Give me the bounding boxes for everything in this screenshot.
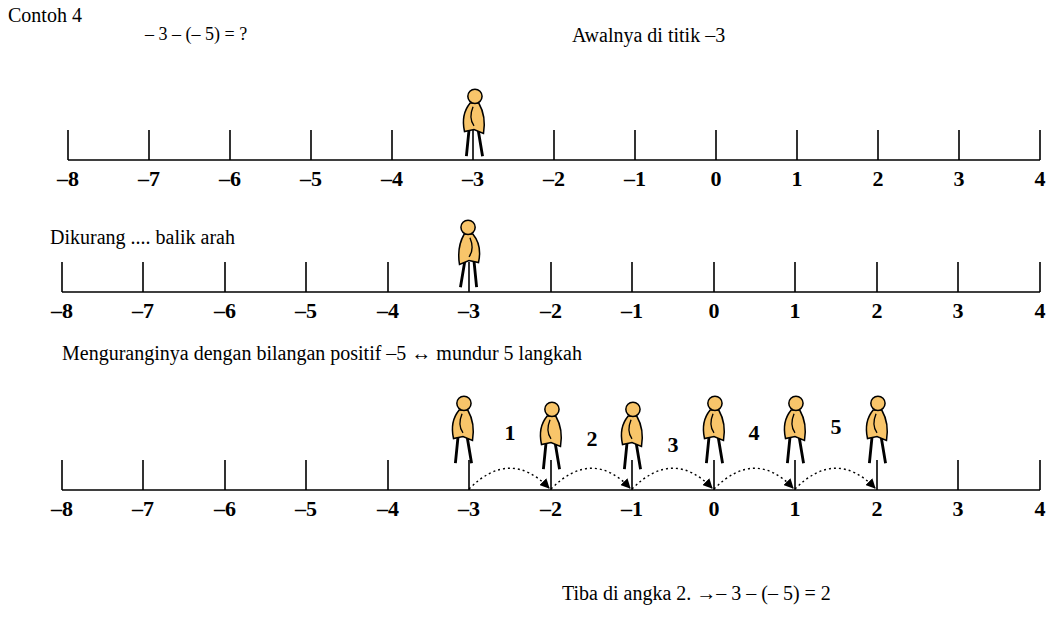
tick-number: –6 bbox=[214, 298, 236, 323]
tick-number: 4 bbox=[1035, 496, 1046, 521]
tick-number: 0 bbox=[709, 496, 720, 521]
walker-figure bbox=[784, 396, 805, 463]
step-number: 4 bbox=[749, 420, 760, 445]
walker-figure bbox=[621, 402, 642, 469]
walker-turned bbox=[459, 220, 480, 287]
tick-number: –2 bbox=[540, 496, 562, 521]
tick-number: –5 bbox=[295, 298, 317, 323]
tick-number: –6 bbox=[214, 496, 236, 521]
note: Dikurang .... balik arah bbox=[50, 226, 235, 249]
tick-number: –7 bbox=[138, 166, 160, 191]
tick-number: 4 bbox=[1035, 166, 1046, 191]
tick-number: –1 bbox=[621, 298, 643, 323]
walker-figure bbox=[452, 396, 473, 463]
step-number: 3 bbox=[668, 432, 679, 457]
step-arc bbox=[632, 468, 712, 489]
number-line-2 bbox=[62, 262, 1040, 292]
tick-number: –7 bbox=[132, 298, 154, 323]
title: Contoh 4 bbox=[8, 4, 82, 27]
tick-number: 1 bbox=[790, 496, 801, 521]
tick-number: –3 bbox=[458, 298, 480, 323]
step-arc bbox=[714, 468, 793, 489]
number-line-3 bbox=[62, 460, 1040, 490]
note: Awalnya di titik –3 bbox=[572, 24, 725, 47]
tick-number: –1 bbox=[624, 166, 646, 191]
equation: – 3 – (– 5) = ? bbox=[145, 24, 247, 45]
tick-number: –5 bbox=[295, 496, 317, 521]
walker-figure bbox=[459, 220, 480, 287]
tick-number: –4 bbox=[377, 298, 399, 323]
step-arc bbox=[469, 468, 549, 489]
step-number: 5 bbox=[831, 414, 842, 439]
tick-number: –8 bbox=[51, 298, 73, 323]
walker-figure bbox=[540, 402, 561, 469]
tick-number: 3 bbox=[953, 496, 964, 521]
tick-number: –7 bbox=[132, 496, 154, 521]
tick-number: –3 bbox=[458, 496, 480, 521]
step-number: 2 bbox=[587, 426, 598, 451]
tick-number: –4 bbox=[377, 496, 399, 521]
tick-number: 1 bbox=[790, 298, 801, 323]
tick-number: 1 bbox=[792, 166, 803, 191]
tick-number: 0 bbox=[711, 166, 722, 191]
step-number: 1 bbox=[505, 420, 516, 445]
number-line-1 bbox=[68, 130, 1040, 160]
tick-number: –1 bbox=[621, 496, 643, 521]
tick-number: –2 bbox=[543, 166, 565, 191]
walker-figure bbox=[463, 89, 484, 156]
tick-number: –5 bbox=[300, 166, 322, 191]
tick-number: –2 bbox=[540, 298, 562, 323]
tick-number: –6 bbox=[219, 166, 241, 191]
note: Menguranginya dengan bilangan positif –5… bbox=[62, 342, 582, 365]
step-arc bbox=[795, 468, 875, 489]
tick-number: –8 bbox=[57, 166, 79, 191]
tick-number: 3 bbox=[953, 298, 964, 323]
tick-number: –4 bbox=[381, 166, 403, 191]
result-note: Tiba di angka 2. →– 3 – (– 5) = 2 bbox=[562, 582, 831, 605]
step-arcs bbox=[469, 468, 875, 489]
walker-figure bbox=[703, 396, 724, 463]
tick-number: –3 bbox=[462, 166, 484, 191]
tick-number: 2 bbox=[872, 298, 883, 323]
step-arc bbox=[551, 468, 630, 489]
tick-number: 2 bbox=[872, 496, 883, 521]
tick-number: 4 bbox=[1035, 298, 1046, 323]
tick-number: –8 bbox=[51, 496, 73, 521]
tick-number: 2 bbox=[873, 166, 884, 191]
tick-number: 0 bbox=[709, 298, 720, 323]
walker-figure bbox=[866, 396, 887, 463]
tick-number: 3 bbox=[954, 166, 965, 191]
